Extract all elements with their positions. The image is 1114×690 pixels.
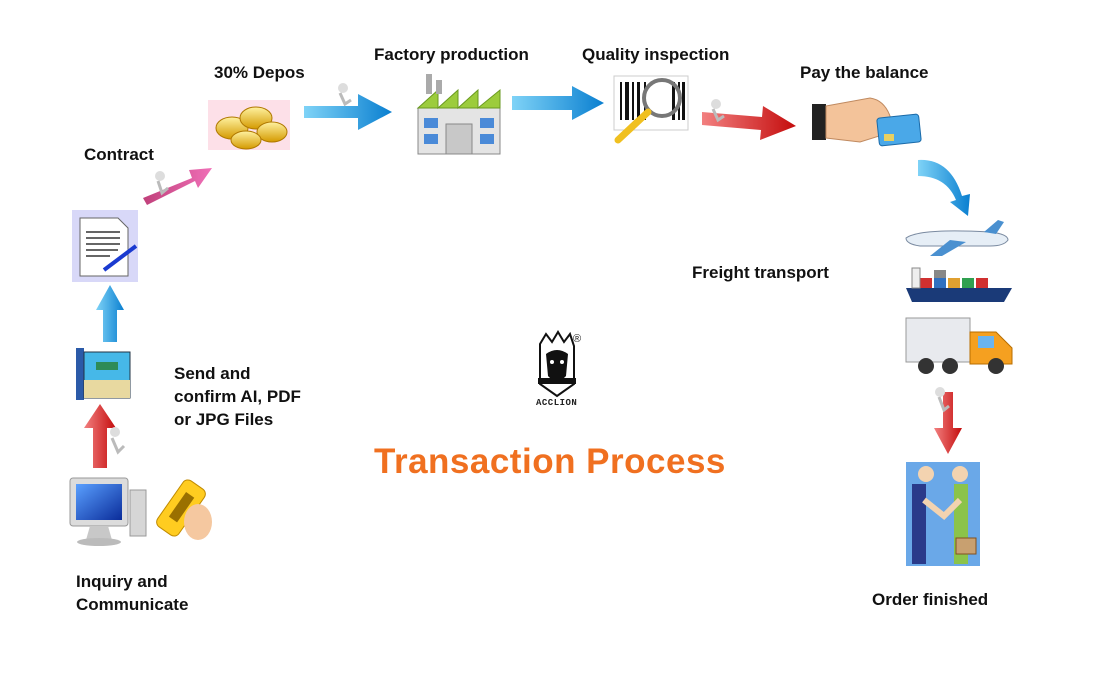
- brand-name: ACCLION: [536, 398, 578, 408]
- cargo-ship-icon: [906, 267, 1012, 302]
- credit-card-hand-icon: [812, 97, 922, 147]
- image-files-icon: [76, 348, 131, 400]
- label-finished: Order finished: [872, 590, 989, 609]
- label-balance: Pay the balance: [800, 63, 929, 82]
- arrow-files-to-contract: [96, 285, 124, 342]
- label-deposit: 30% Depos: [214, 63, 305, 82]
- label-factory: Factory production: [374, 45, 529, 64]
- barcode-magnifier-icon: [613, 75, 689, 144]
- label-inquiry: Inquiry and Communicate: [76, 572, 189, 614]
- arrow-freight-to-finished: [934, 387, 962, 454]
- arrow-balance-to-freight: [918, 159, 970, 216]
- diagram-title: Transaction Process: [374, 442, 726, 481]
- gold-coins-icon: [208, 100, 290, 150]
- airplane-icon: [905, 220, 1009, 256]
- label-freight: Freight transport: [692, 263, 829, 282]
- arrow-contract-to-deposit: [143, 168, 212, 205]
- lion-logo-icon: [538, 330, 576, 398]
- label-contract: Contract: [84, 145, 154, 164]
- arrow-quality-to-balance: [702, 99, 796, 140]
- registered-mark: ®: [573, 333, 582, 345]
- handshake-icon: [906, 462, 980, 566]
- computer-monitor-icon: [69, 477, 147, 546]
- contract-document-icon: [72, 210, 138, 282]
- arrow-inquiry-to-files: [84, 404, 126, 468]
- phone-icon: [156, 479, 212, 540]
- label-quality: Quality inspection: [582, 45, 730, 64]
- factory-icon: [416, 74, 501, 155]
- label-send-files: Send and confirm AI, PDF or JPG Files: [174, 364, 301, 429]
- arrow-deposit-to-factory: [304, 83, 392, 130]
- arrow-factory-to-quality: [512, 86, 604, 120]
- delivery-truck-icon: [905, 317, 1013, 374]
